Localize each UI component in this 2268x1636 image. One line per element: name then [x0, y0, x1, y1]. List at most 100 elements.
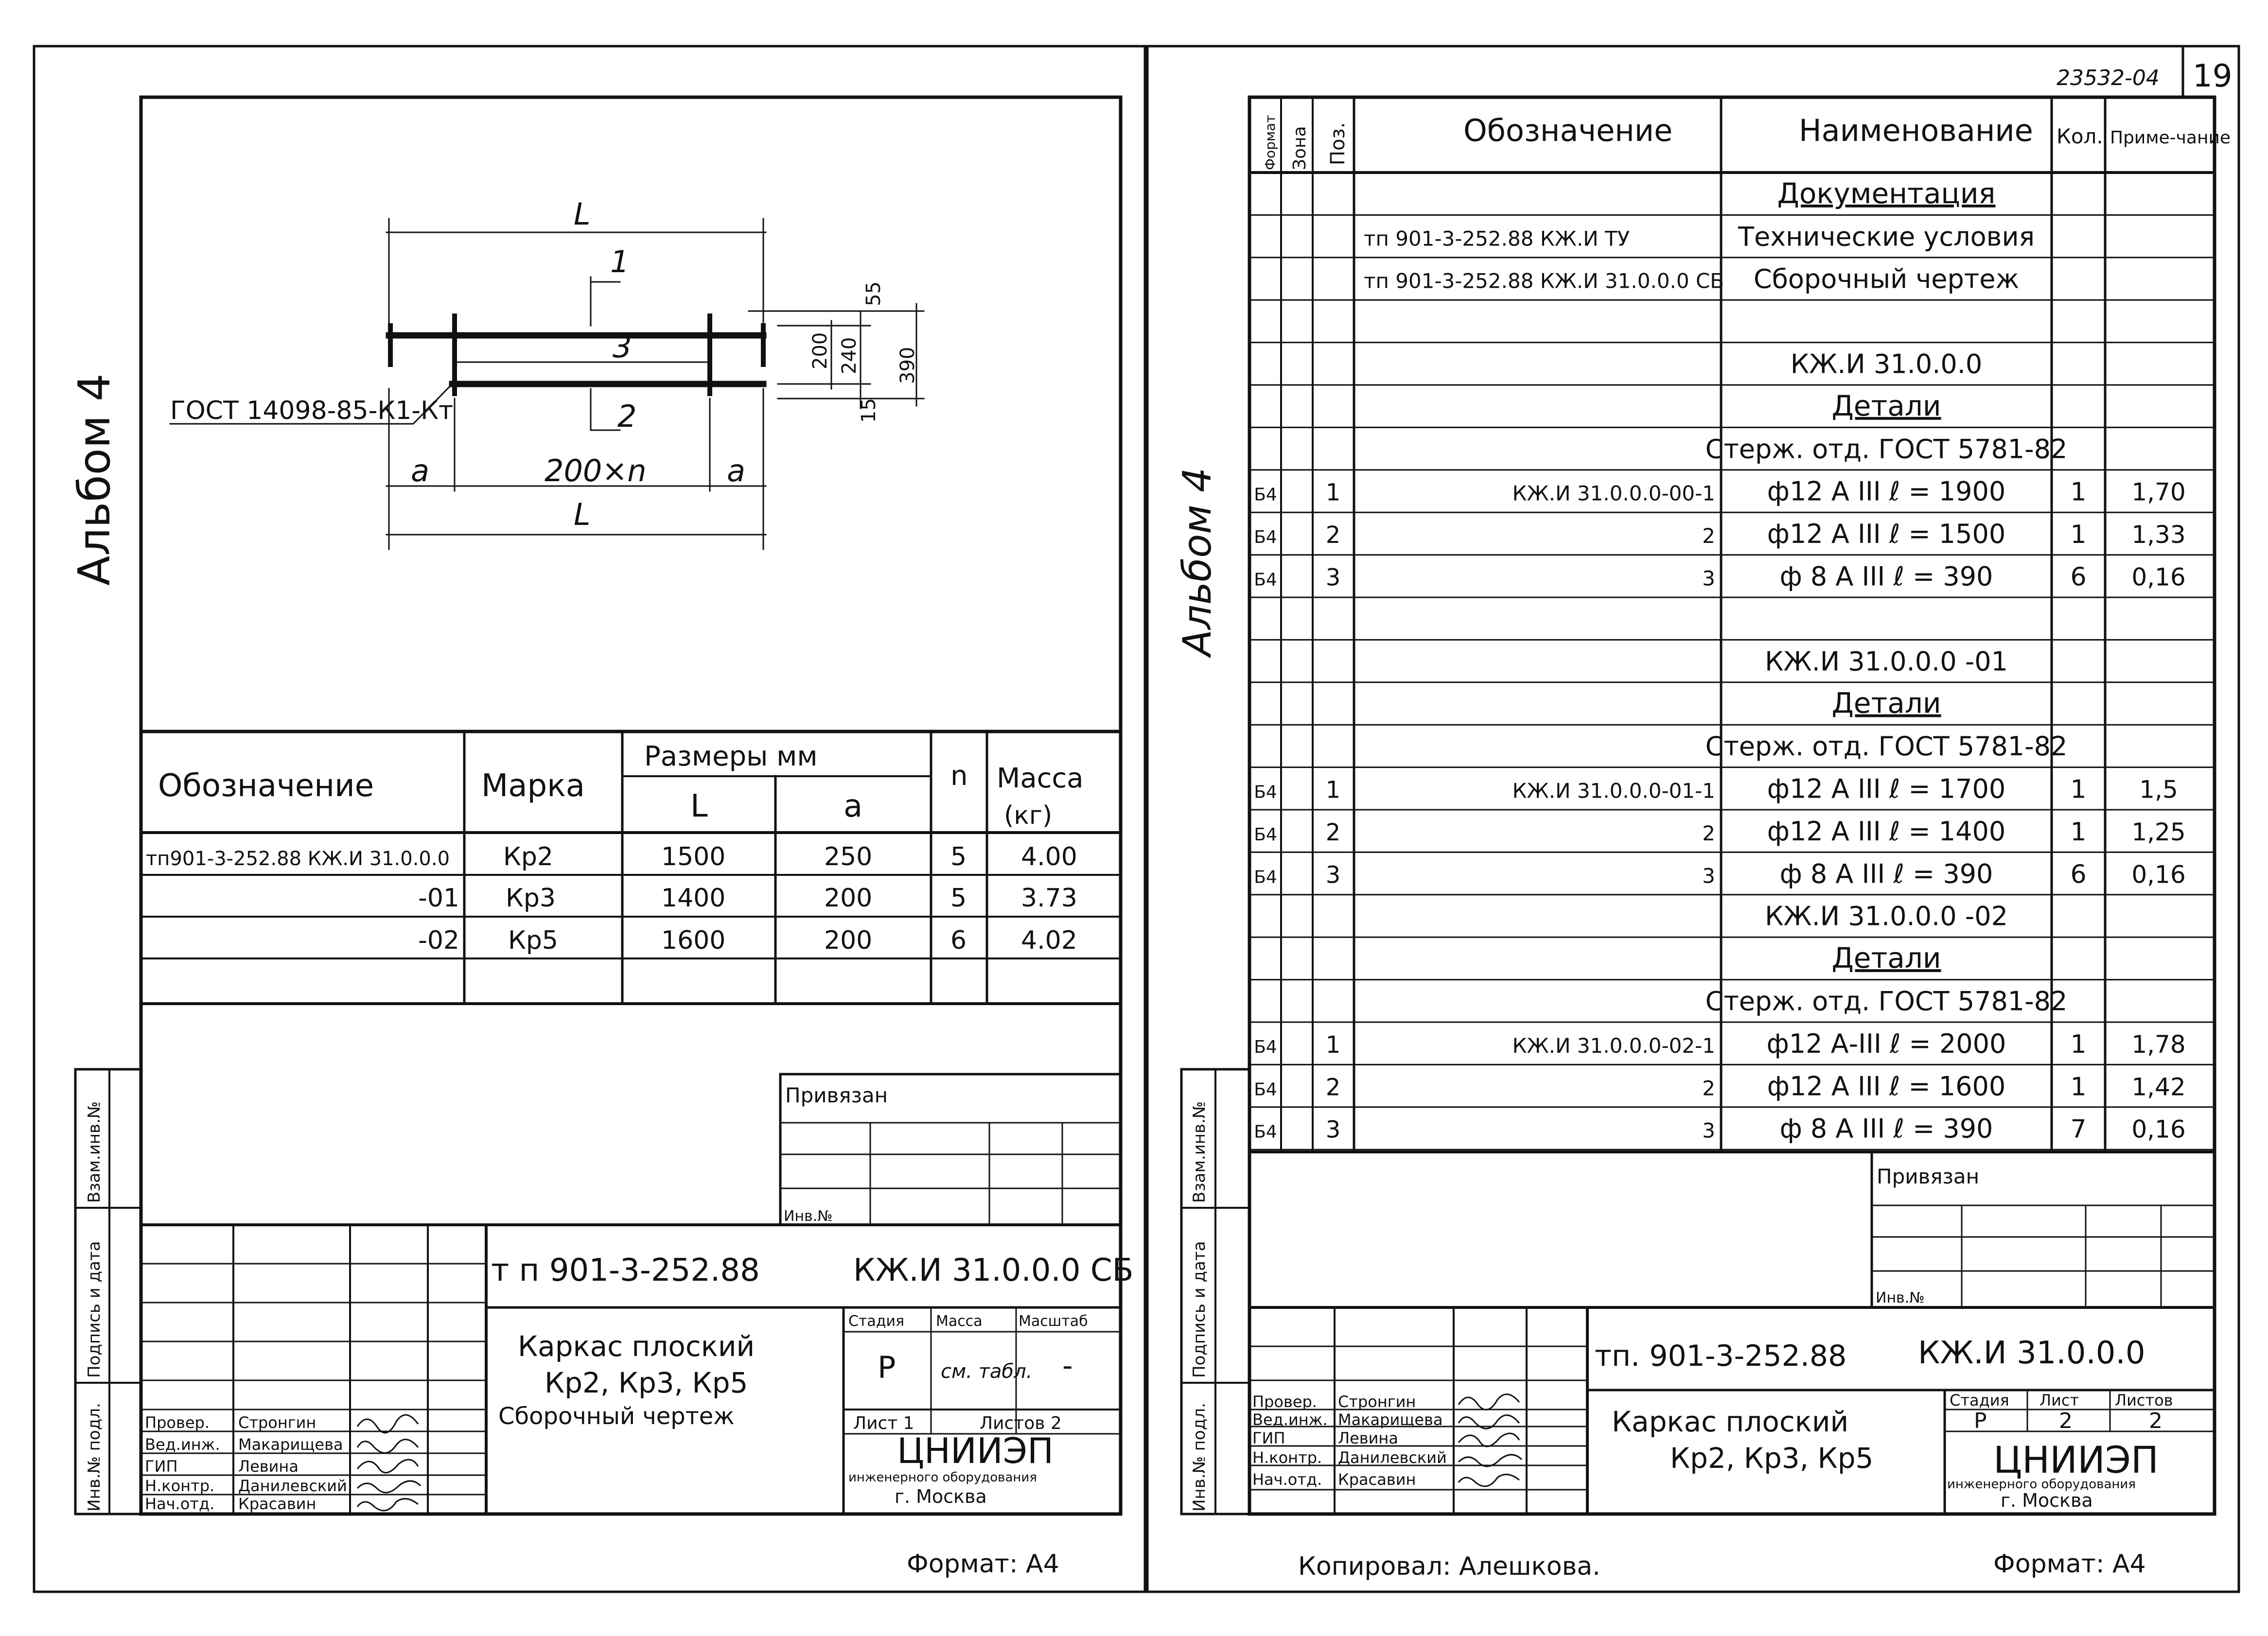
spec-pos: 2 [1326, 1074, 1341, 1101]
lt-row2-designation: -01 [418, 884, 459, 913]
dim-L-top: L [574, 196, 591, 232]
spec-pos: 3 [1326, 564, 1341, 592]
spec-pos: 1 [1326, 479, 1341, 506]
lt-row3-mark: Кр5 [508, 926, 558, 955]
spec-name: ф 8 А III ℓ = 390 [1780, 561, 1993, 592]
spec-designation: 3 [1702, 567, 1715, 591]
lt-row2-mark: Кр3 [506, 884, 556, 913]
gost-label: ГОСТ 14098-85-К1-Кт [170, 396, 453, 425]
left-stamp-code: т п 901-3-252.88 [491, 1253, 760, 1288]
rt-h-zone: Зона [1290, 126, 1310, 170]
spec-name: КЖ.И 31.0.0.0 [1791, 349, 1983, 380]
spec-pos: 3 [1326, 861, 1341, 888]
left-stamp-mass: см. табл. [941, 1360, 1032, 1383]
right-stamp-signatures [1458, 1393, 1523, 1487]
left-stamp-title2: Кр2, Кр3, Кр5 [545, 1366, 748, 1399]
spec-name: Сборочный чертеж [1754, 264, 2019, 295]
left-inv-no: Инв.№ [784, 1208, 832, 1225]
spec-format: Б4 [1254, 1122, 1277, 1142]
right-stamp-city: г. Москва [2001, 1490, 2093, 1511]
dim-a-right: a [727, 453, 745, 488]
dim-240: 240 [838, 337, 861, 374]
spec-note: 0,16 [2131, 860, 2185, 888]
right-stamp-role-4: Нач.отд. [1252, 1470, 1322, 1489]
spec-note: 0,16 [2131, 563, 2185, 592]
spec-pos: 2 [1326, 522, 1341, 549]
left-frame-drawing [169, 218, 925, 550]
right-page-number: 19 [2193, 58, 2232, 94]
right-stamp-sheet: 2 [2059, 1409, 2073, 1433]
spec-format: Б4 [1254, 527, 1277, 547]
left-stamp-signatures [356, 1414, 422, 1512]
dim-a-left: a [411, 453, 429, 488]
right-stamp-h-sheets: Листов [2115, 1391, 2173, 1410]
spec-designation: 3 [1702, 864, 1715, 888]
spec-name: КЖ.И 31.0.0.0 -02 [1765, 901, 2008, 932]
left-stamp-role-4: Нач.отд. [145, 1495, 214, 1513]
spec-note: 0,16 [2131, 1115, 2185, 1144]
left-privyazan: Привязан [785, 1083, 888, 1107]
dim-15: 15 [858, 398, 880, 423]
lt-row1-mark: Кр2 [503, 842, 553, 871]
spec-name: ф 8 А III ℓ = 390 [1780, 1114, 1993, 1144]
lt-h-sizes: Размеры мм [644, 741, 818, 772]
spec-pos: 1 [1326, 777, 1341, 804]
spec-format: Б4 [1254, 825, 1277, 845]
spec-name: ф12 А III ℓ = 1900 [1767, 476, 2005, 507]
lt-h-designation: Обозначение [158, 768, 374, 804]
lt-row3-a: 200 [824, 926, 872, 955]
spec-qty: 1 [2070, 478, 2086, 507]
lt-h-mass: Масса [997, 763, 1084, 794]
left-stamp-h-mass: Масса [936, 1313, 983, 1330]
spec-name: ф12 А III ℓ = 1600 [1767, 1071, 2005, 1101]
left-stamp-role-1: Вед.инж. [145, 1435, 220, 1454]
spec-qty: 1 [2070, 1072, 2086, 1101]
spec-name: Технические условия [1738, 221, 2035, 252]
right-privyazan-grid [1870, 1150, 2216, 1309]
rt-h-designation: Обозначение [1463, 113, 1672, 148]
left-stamp-org2: инженерного оборудования [848, 1470, 1037, 1485]
spec-qty: 6 [2070, 860, 2086, 889]
left-stamp-role-3: Н.контр. [145, 1477, 214, 1495]
spec-designation: КЖ.И 31.0.0.0-02-1 [1512, 1034, 1715, 1058]
spec-pos: 2 [1326, 819, 1341, 846]
lt-row3-L: 1600 [661, 926, 725, 955]
dim-L-bottom: L [574, 497, 591, 532]
spec-designation: 2 [1702, 1076, 1715, 1100]
lt-h-mass-unit: (кг) [1004, 801, 1052, 830]
lt-row2-a: 200 [824, 884, 872, 913]
left-stamp-title1: Каркас плоский [518, 1330, 755, 1363]
lt-row1-n: 5 [950, 842, 967, 871]
pos-2-label: 2 [617, 399, 636, 434]
right-stamp-role-3: Н.контр. [1252, 1448, 1322, 1467]
left-outer-frame [33, 45, 1146, 1593]
left-stamp-name-0: Стронгин [238, 1413, 316, 1432]
right-stamp-title2: Кр2, Кр3, Кр5 [1670, 1442, 1873, 1475]
left-stamp-name-4: Красавин [238, 1495, 316, 1513]
spec-name: ф12 А III ℓ = 1400 [1767, 816, 2005, 847]
lt-row1-designation: тп901-3-252.88 КЖ.И 31.0.0.0 [146, 848, 450, 870]
right-inner-frame [1248, 95, 2216, 1516]
spec-note: 1,70 [2131, 478, 2185, 506]
left-stamp-grid [140, 1223, 1122, 1515]
right-stamp-role-1: Вед.инж. [1252, 1410, 1328, 1429]
lt-h-L: L [690, 788, 708, 824]
lt-h-mark: Марка [481, 768, 585, 804]
spec-note: 1,25 [2131, 818, 2185, 846]
right-stamp-role-0: Провер. [1252, 1392, 1317, 1411]
left-stamp-h-scale: Масштаб [1019, 1313, 1088, 1330]
right-stamp-name-2: Левина [1338, 1429, 1398, 1447]
left-stamp-role-0: Провер. [145, 1413, 210, 1432]
lt-row2-mass: 3.73 [1021, 884, 1077, 913]
right-privyazan: Привязан [1877, 1165, 1979, 1188]
right-stamp-code: тп. 901-3-252.88 [1595, 1339, 1846, 1373]
pos-3-label: 3 [613, 329, 632, 365]
spec-designation: тп 901-3-252.88 КЖ.И 31.0.0.0 СБ [1364, 269, 1724, 293]
spec-format: Б4 [1254, 485, 1277, 505]
spec-qty: 1 [2070, 818, 2086, 847]
right-stamp-code2: КЖ.И 31.0.0.0 [1918, 1335, 2145, 1371]
left-table-grid [139, 730, 1123, 1005]
left-stamp-h-stage: Стадия [848, 1313, 904, 1330]
